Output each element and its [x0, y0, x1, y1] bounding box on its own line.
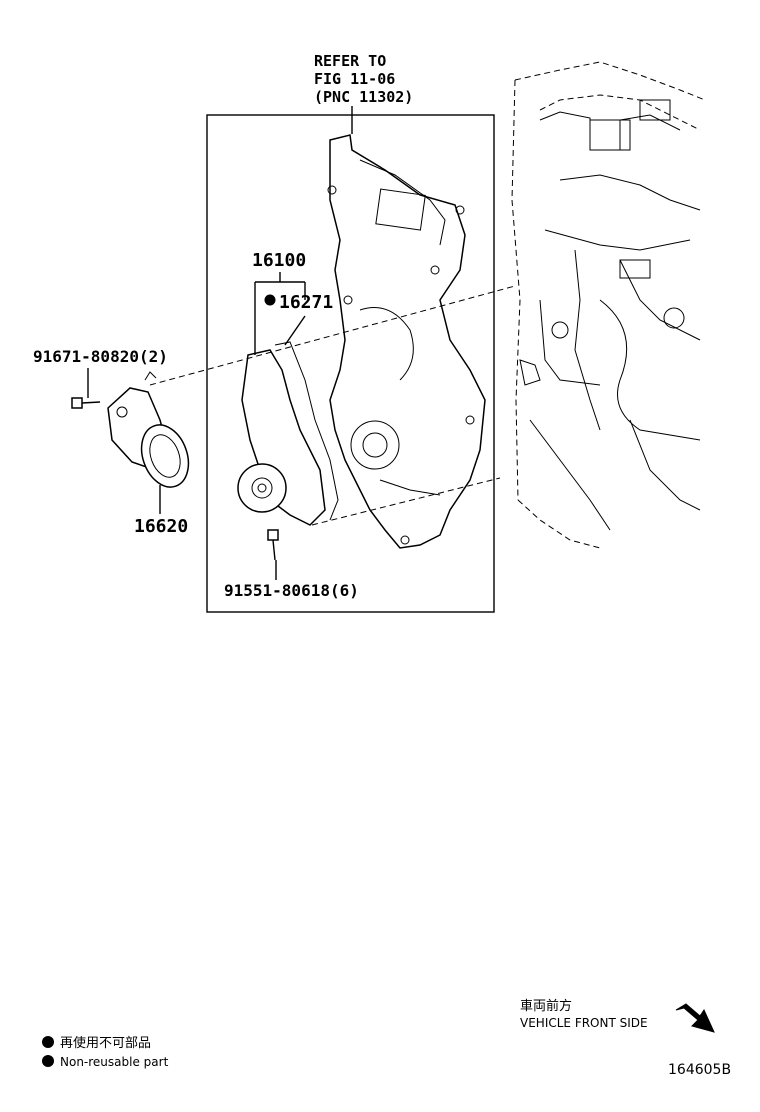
legend-label-en: Non-reusable part [60, 1055, 169, 1069]
legend-bullet-jp [42, 1036, 54, 1048]
timing-cover-drawing [327, 134, 486, 549]
bolt-91551 [267, 529, 279, 561]
alignment-line-upper [149, 285, 516, 386]
engine-block-drawing [511, 61, 706, 549]
water-pump-drawing [237, 341, 339, 526]
part-16271-label: 16271 [279, 292, 333, 313]
part-91671-label: 91671-80820(2) [33, 347, 168, 366]
tensioner-drawing [107, 371, 190, 488]
figure-id: 164605B [668, 1062, 731, 1078]
refer-line-3: (PNC 11302) [314, 88, 413, 106]
legend-bullet-en [42, 1055, 54, 1067]
refer-line-2: FIG 11-06 [314, 70, 395, 88]
refer-line-1: REFER TO [314, 52, 386, 70]
direction-label-jp: 車両前方 [520, 998, 572, 1014]
part-91551-label: 91551-80618(6) [224, 581, 359, 600]
non-reusable-marker-16271 [264, 294, 276, 306]
alignment-line-lower [311, 477, 501, 526]
part-16100-label: 16100 [252, 250, 306, 271]
front-direction-arrow-icon [675, 1003, 715, 1033]
direction-label-en: VEHICLE FRONT SIDE [520, 1016, 648, 1030]
assembly-frame [206, 114, 495, 613]
legend-label-jp: 再使用不可部品 [60, 1035, 151, 1051]
part-16620-label: 16620 [134, 516, 188, 537]
bolt-91671 [71, 397, 101, 409]
part-16271-leader [284, 315, 306, 346]
